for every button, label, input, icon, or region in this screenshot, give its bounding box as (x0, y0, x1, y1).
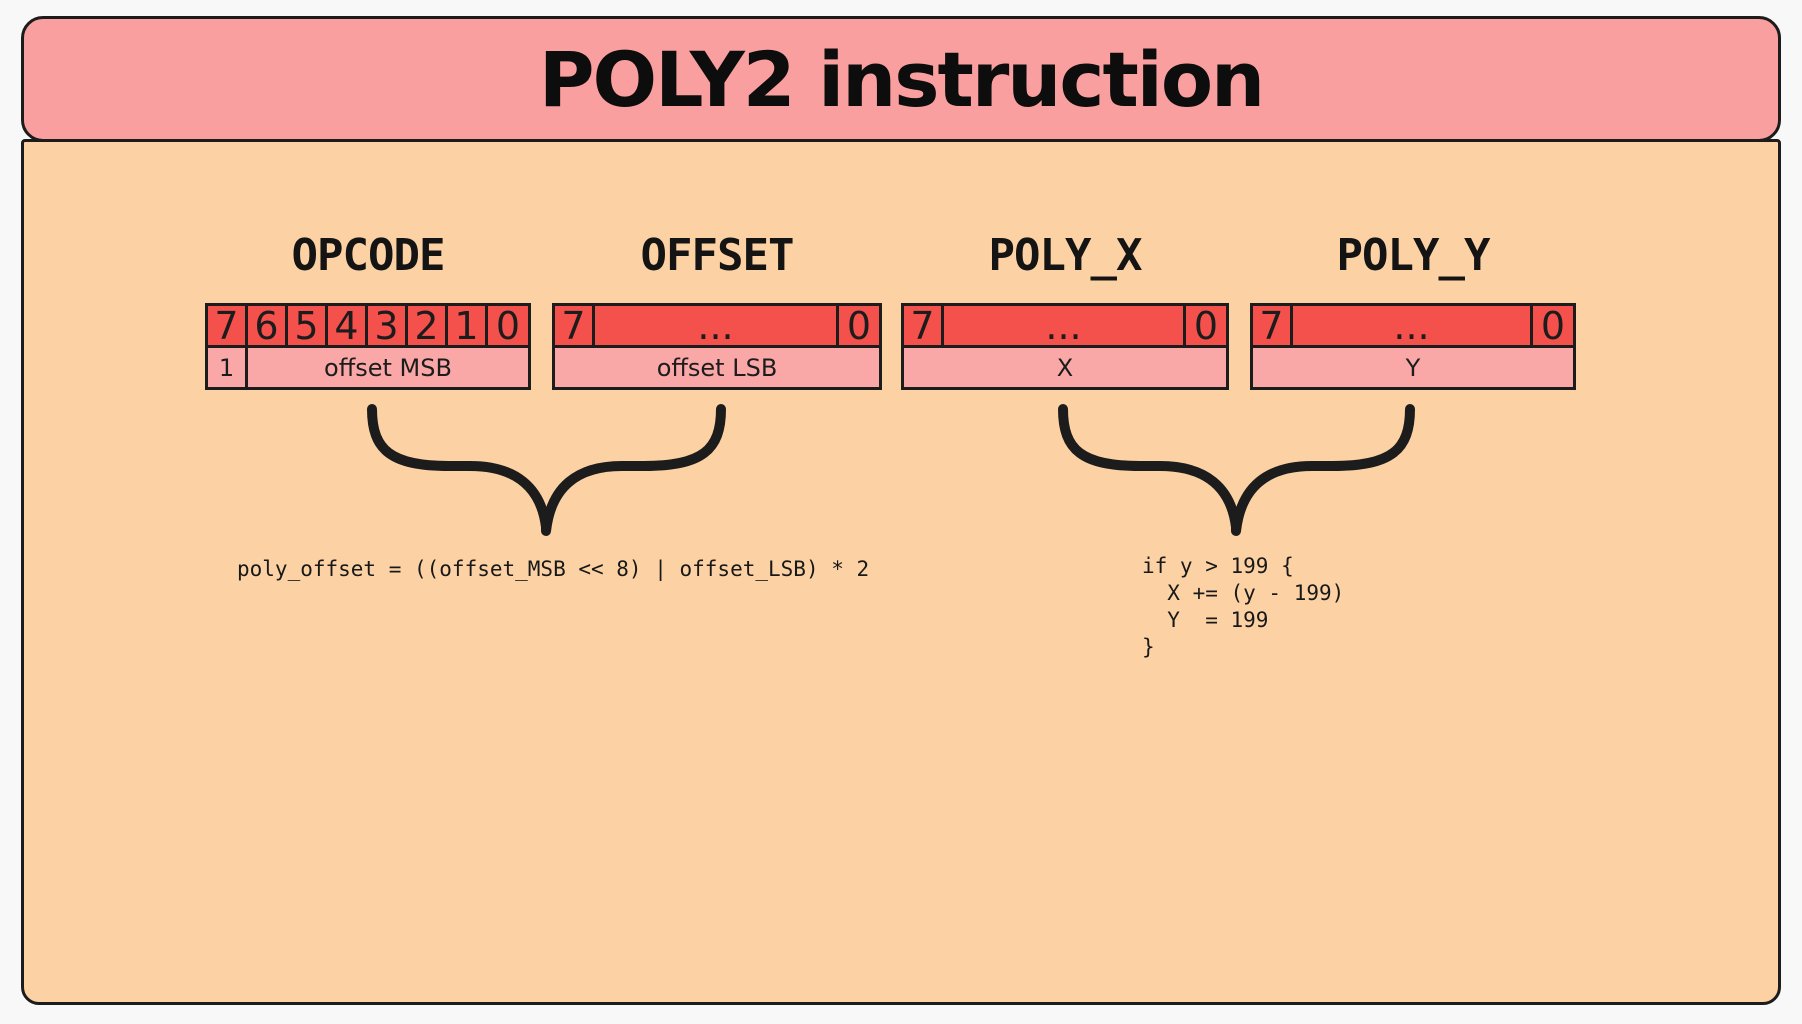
table-label-poly-x: POLY_X (988, 229, 1143, 281)
bit-cell: 4 (328, 306, 368, 348)
bit-cell: ... (944, 306, 1186, 348)
annotation-offset-formula: poly_offset = ((offset_MSB << 8) | offse… (237, 557, 870, 581)
field-cell: offset LSB (555, 348, 879, 387)
bit-cell: 0 (488, 306, 528, 348)
bit-cell: 0 (1186, 306, 1226, 348)
field-cell: Y (1253, 348, 1573, 387)
bit-cell: 7 (1253, 306, 1293, 348)
bit-cell: 7 (555, 306, 595, 348)
content-panel (21, 139, 1781, 1005)
bit-cell: 0 (839, 306, 879, 348)
annotation-clip-code: if y > 199 { X += (y - 199) Y = 199 } (1142, 554, 1345, 659)
bit-cell: 6 (248, 306, 288, 348)
field-cell: X (904, 348, 1226, 387)
bit-cell: ... (595, 306, 839, 348)
bit-cell: 1 (448, 306, 488, 348)
page-title: POLY2 instruction (538, 34, 1265, 124)
byte-table-poly-y: 7 ... 0 Y (1250, 303, 1576, 390)
byte-table-offset: 7 ... 0 offset LSB (552, 303, 882, 390)
field-cell: 1 (208, 348, 248, 387)
bit-cell: ... (1293, 306, 1533, 348)
table-label-offset: OFFSET (640, 229, 795, 281)
table-label-opcode: OPCODE (291, 229, 446, 281)
byte-table-poly-x: 7 ... 0 X (901, 303, 1229, 390)
bit-cell: 5 (288, 306, 328, 348)
byte-table-opcode: 7 6 5 4 3 2 1 0 1 offset MSB (205, 303, 531, 390)
bit-cell: 0 (1533, 306, 1573, 348)
bit-cell: 2 (408, 306, 448, 348)
table-label-poly-y: POLY_Y (1336, 229, 1491, 281)
bit-cell: 3 (368, 306, 408, 348)
bit-cell: 7 (904, 306, 944, 348)
title-bar: POLY2 instruction (21, 16, 1781, 142)
field-cell: offset MSB (248, 348, 528, 387)
bit-cell: 7 (208, 306, 248, 348)
